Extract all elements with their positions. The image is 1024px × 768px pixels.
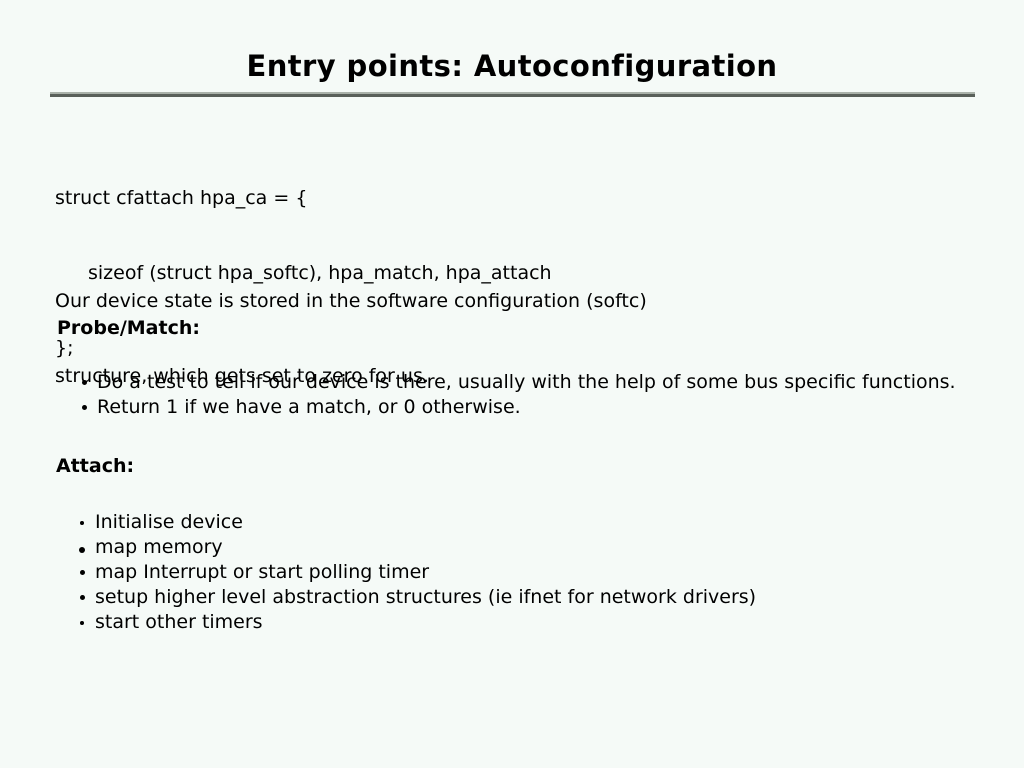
list-item-label: map Interrupt or start polling timer: [95, 561, 430, 583]
list-item: Do a test to tell if our device is there…: [82, 370, 956, 395]
attach-bullet-list: Initialise device map memory map Interru…: [79, 510, 756, 635]
list-item: Initialise device: [80, 510, 756, 535]
intro-paragraph-line-1: Our device state is stored in the softwa…: [55, 290, 647, 312]
list-item-label: Return 1 if we have a match, or 0 otherw…: [97, 396, 521, 418]
list-item-label: Initialise device: [95, 511, 243, 533]
list-item-label: map memory: [95, 536, 223, 558]
bullet-dot-icon: [82, 380, 87, 385]
intro-paragraph: Our device state is stored in the softwa…: [55, 239, 647, 439]
bullet-dot-icon: [80, 570, 85, 575]
list-item-label: start other timers: [95, 611, 263, 633]
slide-title: Entry points: Autoconfiguration: [246, 49, 778, 83]
bullet-dot-icon: [80, 621, 84, 625]
rule-dark-band: [50, 94, 975, 97]
code-line-3: };: [55, 337, 74, 359]
section-heading-attach: Attach:: [56, 455, 135, 477]
title-divider-rule: [50, 92, 975, 97]
list-item: setup higher level abstraction structure…: [80, 585, 756, 610]
list-item: Return 1 if we have a match, or 0 otherw…: [82, 395, 956, 420]
bullet-dot-icon: [82, 405, 87, 410]
code-line-1: struct cfattach hpa_ca = {: [55, 187, 308, 209]
list-item: start other timers: [80, 610, 756, 635]
intro-paragraph-line-2: structure, which gets set to zero for us…: [55, 365, 429, 387]
list-item: map Interrupt or start polling timer: [80, 560, 756, 585]
code-line-2: sizeof (struct hpa_softc), hpa_match, hp…: [88, 262, 552, 284]
list-item-label: setup higher level abstraction structure…: [95, 586, 757, 608]
bullet-dot-icon: [79, 547, 85, 553]
list-item-label: Do a test to tell if our device is there…: [97, 371, 956, 393]
rule-light-band: [50, 92, 975, 94]
bullet-dot-icon: [80, 521, 84, 525]
probe-match-bullet-list: Do a test to tell if our device is there…: [82, 370, 956, 420]
bullet-dot-icon: [80, 595, 85, 600]
list-item: map memory: [79, 535, 756, 560]
section-heading-probe-match: Probe/Match:: [57, 317, 200, 339]
code-snippet: struct cfattach hpa_ca = { sizeof (struc…: [55, 136, 552, 411]
